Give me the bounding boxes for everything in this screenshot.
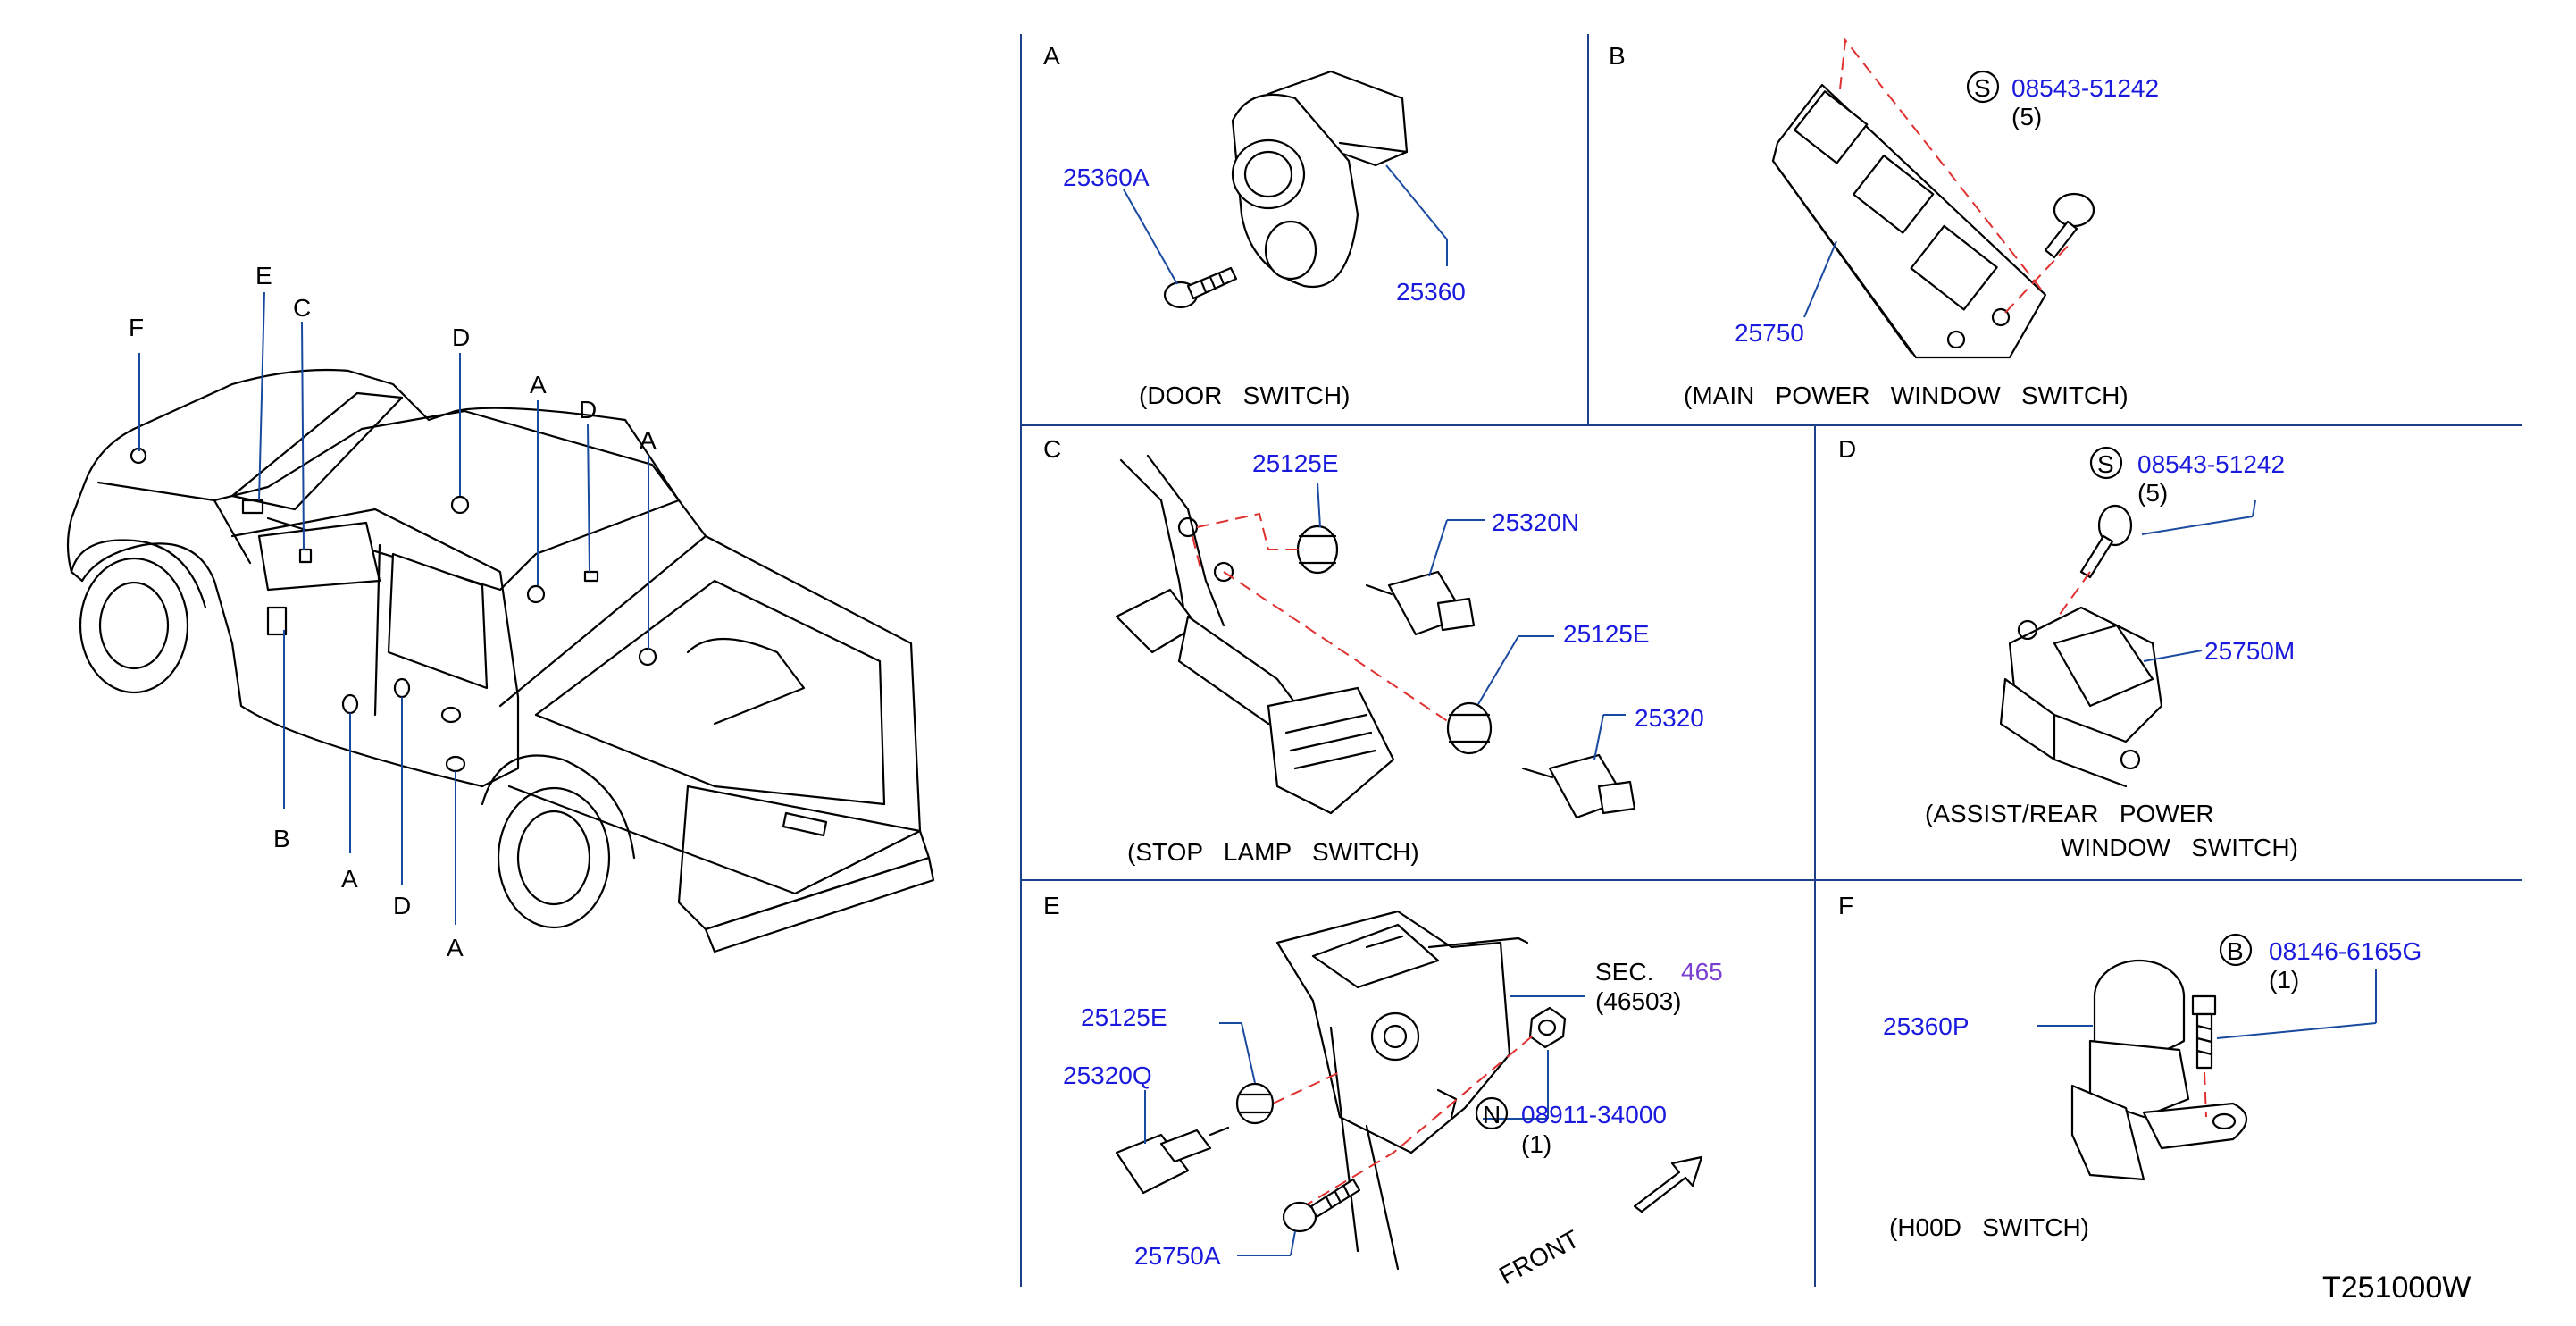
panel-b-letter: B: [1609, 42, 1626, 70]
main-window-switch-screw: [2044, 192, 2095, 259]
callout-b: B: [273, 825, 290, 852]
pn-25125e-e[interactable]: 25125E: [1081, 1003, 1167, 1031]
panel-c-letter: C: [1043, 435, 1061, 463]
symbol-s-b-letter: S: [1974, 74, 1991, 102]
pn-25360a[interactable]: 25360A: [1063, 164, 1150, 191]
door-switch-illustration: [1231, 70, 1409, 289]
callout-e: E: [255, 262, 272, 290]
pn-25750[interactable]: 25750: [1735, 319, 1804, 347]
pn-25360p[interactable]: 25360P: [1883, 1012, 1970, 1040]
sec-label: SEC.: [1595, 958, 1653, 986]
panel-f-letter: F: [1838, 892, 1853, 919]
symbol-n-letter: N: [1483, 1101, 1501, 1129]
pn-25320n[interactable]: 25320N: [1492, 508, 1579, 536]
pn-08911-34000[interactable]: 08911-34000: [1521, 1101, 1667, 1129]
pn-25750m[interactable]: 25750M: [2204, 637, 2295, 665]
pn-08543-51242-b[interactable]: 08543-51242: [2011, 74, 2159, 102]
pn-08146-6165g[interactable]: 08146-6165G: [2269, 937, 2421, 965]
symbol-n: [1475, 1096, 1509, 1130]
sec-sub: (46503): [1595, 987, 1682, 1015]
pedal-bracket-illustration: [1275, 910, 1529, 1271]
stop-switch-2: [1521, 753, 1636, 819]
pn-25320q[interactable]: 25320Q: [1063, 1062, 1152, 1089]
callout-a-rear-door: A: [530, 371, 547, 399]
callout-d-lower: D: [393, 892, 411, 919]
callout-a-front: A: [341, 865, 358, 893]
panel-a-letter: A: [1043, 42, 1060, 70]
assist-window-switch-screw: [2079, 504, 2133, 579]
bolt-08146: [2191, 994, 2217, 1070]
assist-window-switch-illustration: [1999, 606, 2163, 788]
callout-d-roof: D: [452, 323, 470, 351]
callout-f: F: [129, 314, 144, 341]
panel-e: E: [1043, 892, 1723, 1289]
qty-b: (5): [2011, 103, 2042, 130]
panel-a: A 25360A 25360 (DOOR SWITCH): [1043, 42, 1466, 409]
caption-main-window-switch: (MAIN POWER WINDOW SWITCH): [1684, 382, 2129, 409]
switch-25320q: [1115, 1126, 1230, 1195]
pn-25360[interactable]: 25360: [1396, 278, 1466, 306]
symbol-b-letter: B: [2227, 937, 2244, 965]
caption-stop-lamp-switch: (STOP LAMP SWITCH): [1127, 838, 1419, 866]
qty-f: (1): [2269, 966, 2299, 994]
panel-frame: [1020, 34, 2522, 1287]
symbol-s-d: [2089, 446, 2123, 480]
caption-door-switch: (DOOR SWITCH): [1139, 382, 1350, 409]
panel-c: C: [1043, 435, 1704, 866]
bolt-25750a: [1282, 1178, 1361, 1233]
symbol-s-d-letter: S: [2097, 450, 2114, 478]
pn-25750a[interactable]: 25750A: [1134, 1242, 1221, 1270]
callout-a-lower: A: [447, 934, 464, 961]
symbol-s-b: [1966, 70, 2000, 104]
caption-hood-switch: (H00D SWITCH): [1889, 1213, 2089, 1241]
panel-e-letter: E: [1043, 892, 1060, 919]
main-window-switch-illustration: [1771, 83, 2047, 359]
caption-assist-window-switch-2: WINDOW SWITCH): [2061, 834, 2298, 861]
pn-25125e-c2[interactable]: 25125E: [1563, 620, 1650, 648]
front-arrow-icon: [1633, 1155, 1703, 1213]
callout-d-rear: D: [579, 396, 597, 424]
door-switch-screw: [1163, 266, 1238, 309]
pn-08543-51242-d[interactable]: 08543-51242: [2137, 450, 2285, 478]
figure-code: T251000W: [2322, 1271, 2471, 1305]
caption-assist-window-switch-1: (ASSIST/REAR POWER: [1925, 800, 2214, 827]
callout-c: C: [293, 294, 311, 322]
stop-switch-1: [1365, 570, 1476, 636]
clip-e: [1235, 1082, 1275, 1125]
pn-25320[interactable]: 25320: [1635, 704, 1704, 732]
panel-f: F B 08146-6165G (1) 25360P (H00D SWITCH): [1838, 892, 2421, 1241]
stop-switch-clip-2: [1446, 701, 1493, 755]
truck-illustration: [66, 368, 935, 953]
panel-b: B S 08543-51242 (5) 25750 (MAIN POWER WI…: [1609, 38, 2159, 409]
nut-e: [1528, 1006, 1567, 1049]
symbol-b: [2219, 933, 2253, 967]
stop-switch-clip-1: [1296, 525, 1339, 575]
qty-d: (5): [2137, 479, 2168, 507]
qty-e: (1): [1521, 1130, 1551, 1158]
front-label: FRONT: [1494, 1225, 1584, 1290]
panel-d: D S 08543-51242 (5) 25750M (ASSIST/REAR …: [1838, 435, 2298, 861]
sec-number[interactable]: 465: [1681, 958, 1723, 986]
hood-switch-illustration: [2070, 959, 2248, 1181]
callout-a-bed: A: [640, 426, 657, 454]
panel-d-letter: D: [1838, 435, 1856, 463]
pn-25125e-c1[interactable]: 25125E: [1252, 449, 1339, 477]
brake-pedal-illustration: [1115, 454, 1395, 815]
truck-callout-leaders: [138, 291, 649, 925]
